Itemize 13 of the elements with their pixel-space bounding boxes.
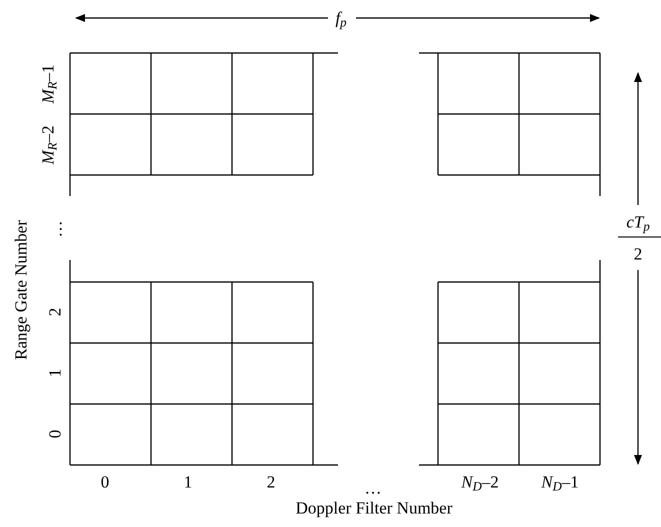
axis-label: 0 (46, 430, 64, 438)
axis-label: 2 (266, 474, 276, 490)
axis-label: N$_{D}$–2 (461, 474, 499, 490)
axis-label: 1 (184, 474, 192, 490)
ellipsis: … (364, 480, 382, 496)
axis-label: N$_{D}$–1 (541, 474, 579, 490)
axis-label: 2 (46, 308, 64, 316)
ellipsis: … (48, 220, 64, 238)
axis-title: Doppler Filter Number (296, 500, 452, 516)
axis-label: 0 (100, 474, 110, 490)
axis-label: 1 (46, 368, 64, 378)
axis-label: 2 (634, 246, 642, 262)
axis-title: Range Gate Number (12, 220, 30, 360)
